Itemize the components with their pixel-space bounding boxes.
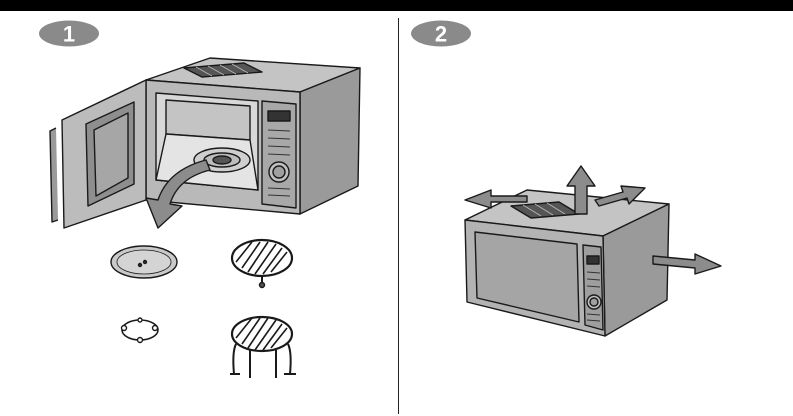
microwave-open-door bbox=[50, 58, 360, 228]
low-grill-rack bbox=[232, 240, 292, 288]
glass-turntable bbox=[111, 246, 177, 278]
step-1-illustration bbox=[0, 0, 398, 416]
microwave-closed bbox=[465, 190, 669, 336]
high-grill-rack bbox=[230, 317, 296, 378]
step-2-illustration bbox=[399, 0, 793, 416]
roller-ring bbox=[122, 318, 159, 343]
